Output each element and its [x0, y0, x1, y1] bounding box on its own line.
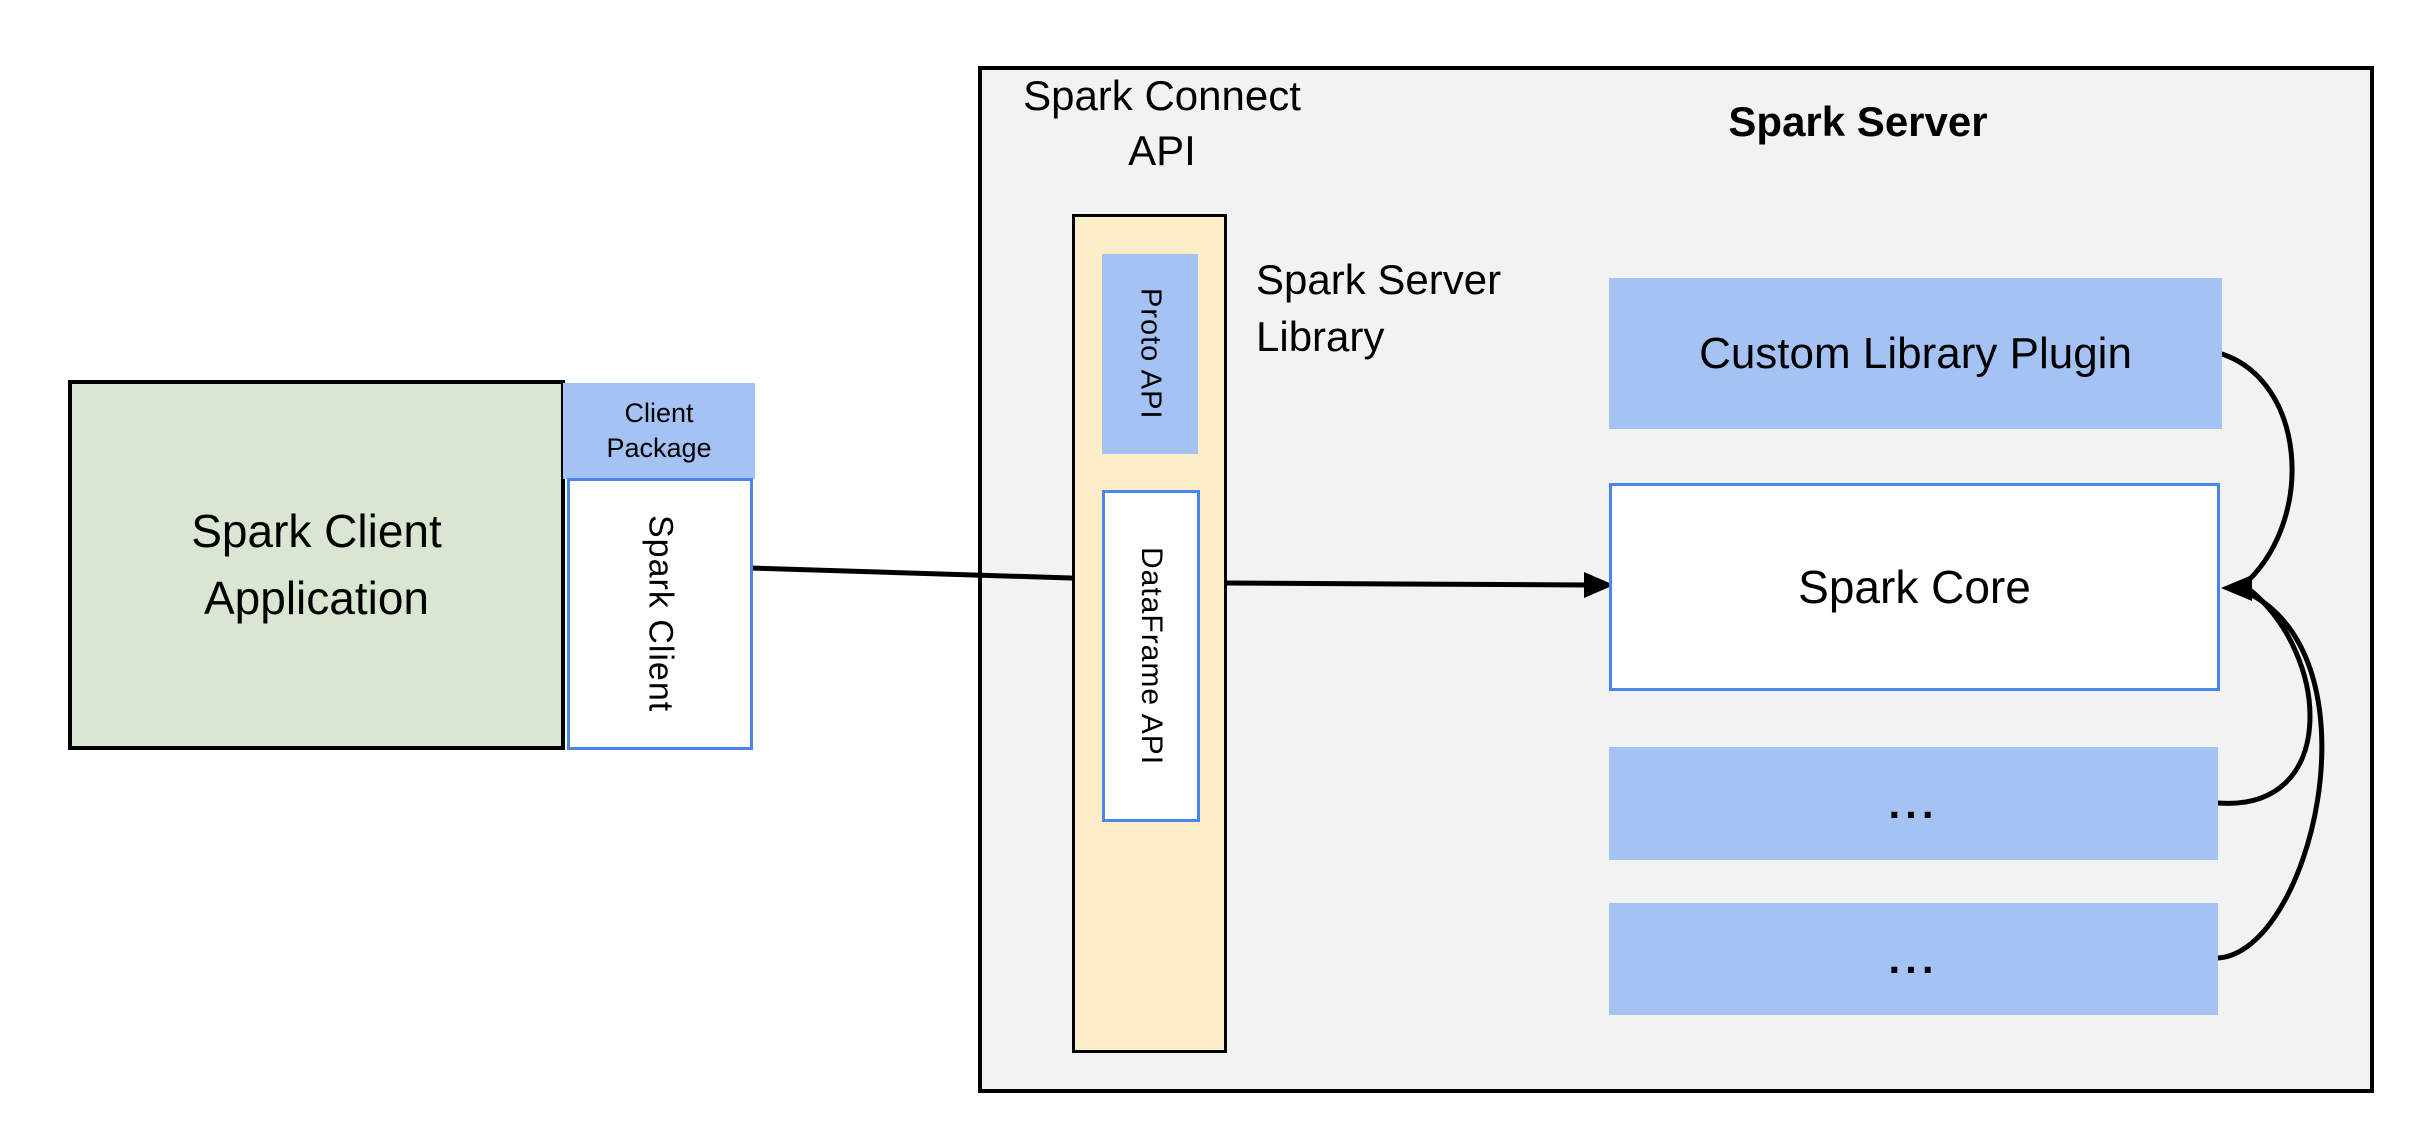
client-package-label: Client Package [606, 397, 712, 463]
proto-api-label: Proto API [1134, 288, 1167, 420]
dataframe-api-label: DataFrame API [1135, 546, 1168, 766]
ellipsis-box-1: ... [1609, 747, 2218, 860]
spark-server-title: Spark Server [1728, 98, 1988, 145]
spark-core-box: Spark Core [1609, 483, 2220, 691]
custom-library-plugin-label: Custom Library Plugin [1699, 328, 2132, 378]
dataframe-api-box: DataFrame API [1102, 490, 1200, 822]
ellipsis-box-2: ... [1609, 903, 2218, 1015]
ellipsis-box-2-label: ... [1888, 935, 1939, 982]
spark-client-label: Spark Client [641, 515, 680, 713]
spark-client-application-label: Spark Client Application [191, 505, 442, 624]
spark-server-library-label: Spark Server Library [1256, 256, 1502, 360]
ellipsis-box-1-label: ... [1888, 779, 1939, 827]
spark-connect-api-label: Spark Connect API [1023, 72, 1301, 175]
proto-api-box: Proto API [1102, 254, 1198, 454]
client-package-box: Client Package [563, 383, 755, 479]
spark-core-label: Spark Core [1798, 561, 2031, 613]
spark-client-application-box: Spark Client Application [68, 380, 565, 750]
spark-client-box: Spark Client [567, 478, 753, 750]
custom-library-plugin-box: Custom Library Plugin [1609, 278, 2222, 429]
